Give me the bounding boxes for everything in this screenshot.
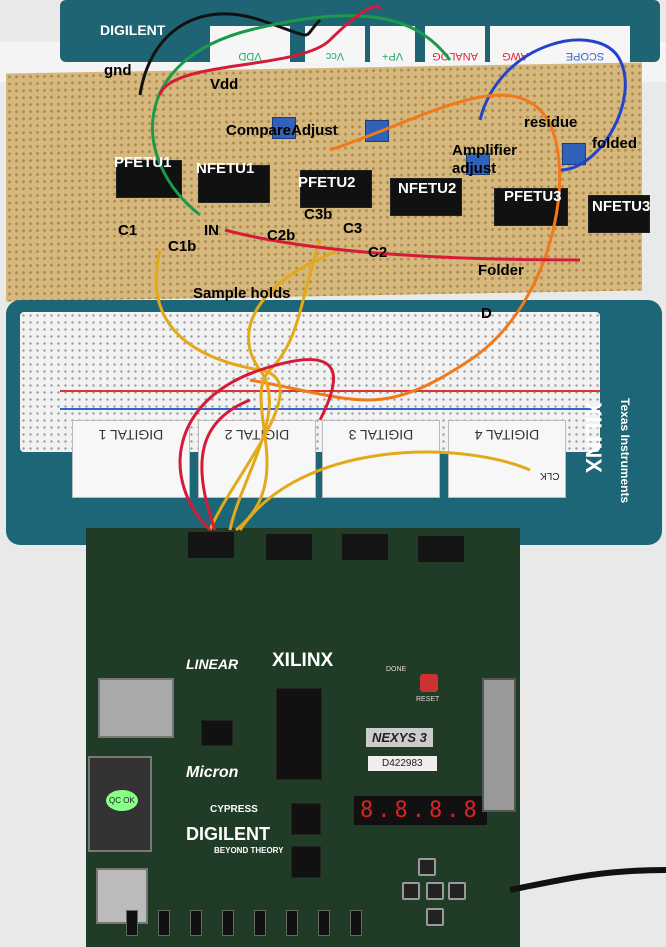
push-button[interactable]	[426, 908, 444, 926]
label-residue: residue	[524, 114, 578, 131]
label-amplifier: Amplifier	[452, 142, 518, 159]
chip	[201, 720, 233, 746]
chip	[291, 846, 321, 878]
slide-switch[interactable]	[286, 910, 298, 936]
black-wire	[138, 12, 322, 96]
red-wire	[224, 228, 581, 262]
yellow-wire	[238, 450, 531, 531]
slide-switch[interactable]	[254, 910, 266, 936]
potentiometer-icon[interactable]	[562, 143, 586, 165]
label-folded: folded	[592, 135, 637, 152]
slide-switch[interactable]	[126, 910, 138, 936]
digilent-logo: DIGILENT	[186, 824, 270, 844]
chip-nfetu1	[198, 165, 270, 203]
potentiometer-icon[interactable]	[466, 153, 490, 175]
top-instrument-strip: DIGILENT VDD Vcc VP+ ANALOG AWG SCOPE	[60, 0, 660, 62]
yellow-wire	[235, 239, 322, 532]
label-c1: C1	[118, 222, 138, 239]
qc-sticker: QC OK	[106, 790, 138, 811]
label-adjust: adjust	[452, 160, 497, 177]
slide-switch[interactable]	[222, 910, 234, 936]
model-label: NEXYS 3	[366, 728, 433, 747]
pmod-header[interactable]	[188, 532, 234, 558]
label-pfetu1: PFETU1	[114, 154, 172, 171]
micron-logo: Micron	[186, 764, 239, 781]
potentiometer-icon[interactable]	[272, 117, 296, 139]
push-button[interactable]	[426, 882, 444, 900]
pmod-header[interactable]	[342, 534, 388, 560]
label-c3: C3	[343, 220, 363, 237]
slide-switch[interactable]	[318, 910, 330, 936]
reset-button[interactable]	[420, 674, 438, 692]
chip-pfetu1	[116, 160, 182, 198]
reset-label: RESET	[416, 696, 440, 703]
label-in: IN	[204, 222, 219, 239]
label-c2: C2	[368, 244, 388, 261]
digilent-logo: DIGILENT	[100, 22, 166, 38]
xilinx-logo: XILINX	[272, 650, 334, 671]
slide-switch[interactable]	[158, 910, 170, 936]
usb-cable	[509, 867, 666, 893]
chip-nfetu2	[390, 178, 462, 216]
label-pfetu2: PFETU2	[298, 174, 356, 191]
cypress-logo: CYPRESS	[210, 804, 258, 815]
digilent-tagline: BEYOND THEORY	[214, 846, 284, 855]
pmod-header[interactable]	[266, 534, 312, 560]
slide-switch[interactable]	[190, 910, 202, 936]
label-sample-holds: Sample holds	[193, 285, 291, 302]
serial-label: D422983	[368, 756, 437, 771]
label-nfetu3: NFETU3	[592, 198, 651, 215]
orange-wire	[249, 93, 562, 402]
chip	[291, 803, 321, 835]
fpga-chip	[276, 688, 322, 780]
nexys3-fpga-board: QC OK LINEAR XILINX Micron CYPRESS DIGIL…	[86, 528, 520, 947]
label-compare-adjust: CompareAdjust	[226, 122, 338, 139]
blue-wire	[478, 38, 627, 172]
label-c2b: C2b	[267, 227, 296, 244]
push-button[interactable]	[448, 882, 466, 900]
done-label: DONE	[386, 666, 407, 673]
label-pfetu3: PFETU3	[504, 188, 562, 205]
label-c3b: C3b	[304, 206, 333, 223]
power-rail-blue	[60, 408, 600, 410]
power-rail-red	[60, 390, 600, 392]
label-d: D	[481, 305, 492, 322]
usb-host-port[interactable]	[96, 868, 148, 924]
linear-logo: LINEAR	[186, 656, 239, 672]
vhdc-connector[interactable]	[482, 678, 516, 812]
red-wire	[200, 398, 251, 531]
label-folder: Folder	[478, 262, 524, 279]
green-wire	[151, 14, 452, 217]
label-nfetu2: NFETU2	[398, 180, 457, 197]
chip-pfetu2	[300, 170, 372, 208]
label-gnd: gnd	[104, 62, 132, 79]
label-c1b: C1b	[168, 238, 197, 255]
red-wire	[158, 4, 382, 96]
red-wire	[178, 358, 335, 532]
push-button[interactable]	[418, 858, 436, 876]
ethernet-port[interactable]	[98, 678, 174, 738]
chip-pfetu3	[494, 188, 568, 226]
seven-segment-display: 8.8.8.8	[354, 796, 487, 825]
slide-switch[interactable]	[350, 910, 362, 936]
push-button[interactable]	[402, 882, 420, 900]
label-vdd: Vdd	[210, 76, 239, 93]
pmod-header[interactable]	[418, 536, 464, 562]
label-nfetu1: NFETU1	[196, 160, 255, 177]
chip-nfetu3	[588, 195, 650, 233]
